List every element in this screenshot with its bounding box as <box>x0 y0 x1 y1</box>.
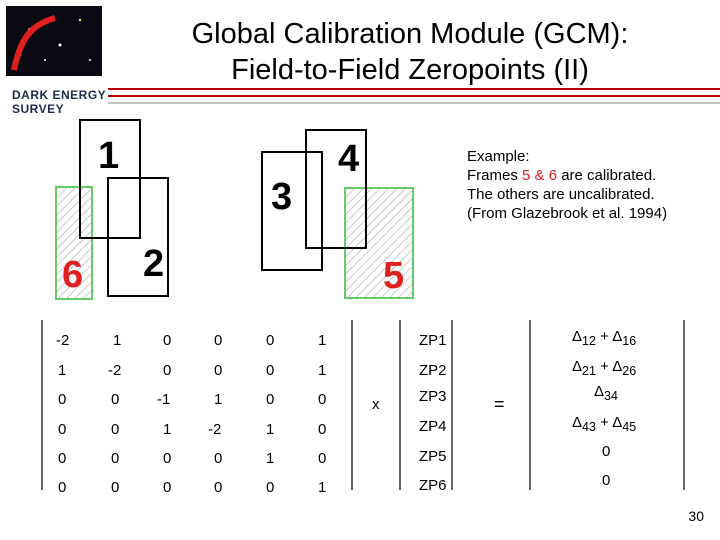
zp-entry: ZP5 <box>419 448 447 466</box>
title-line-2: Field-to-Field Zeropoints (II) <box>110 52 710 88</box>
matrix-cell: 0 <box>58 450 66 468</box>
matrix-cell: 0 <box>318 391 326 409</box>
matrix-cell: 0 <box>58 421 66 439</box>
matrix-cell: 0 <box>266 479 274 497</box>
matrix-cell: 0 <box>266 332 274 350</box>
frame-label-2: 2 <box>143 245 164 283</box>
rhs-entry: 0 <box>602 472 610 490</box>
example-line-2: Frames 5 & 6 are calibrated. <box>467 166 667 185</box>
calibrated-frames-highlight: 5 & 6 <box>522 167 557 184</box>
multiply-operator: x <box>372 396 380 414</box>
example-line-1: Example: <box>467 147 667 166</box>
matrix-cell: 0 <box>58 391 66 409</box>
matrix-cell: 0 <box>214 479 222 497</box>
equals-operator: = <box>494 394 505 415</box>
zp-entry: ZP2 <box>419 362 447 380</box>
rhs-entry: Δ12 + Δ16 <box>572 328 636 350</box>
matrix-cell: 1 <box>318 479 326 497</box>
matrix-cell: 0 <box>214 332 222 350</box>
matrix-cell: -2 <box>56 332 69 350</box>
logo-image <box>0 0 108 80</box>
matrix-cell: 0 <box>163 362 171 380</box>
logo-line-1: DARK ENERGY <box>12 88 106 102</box>
matrix-cell: 0 <box>163 450 171 468</box>
page-title: Global Calibration Module (GCM): Field-t… <box>110 16 710 88</box>
matrix-cell: 0 <box>266 362 274 380</box>
zp-entry: ZP1 <box>419 332 447 350</box>
frame-label-5: 5 <box>383 257 404 295</box>
matrix-cell: 0 <box>163 332 171 350</box>
matrix-cell: 0 <box>214 362 222 380</box>
rhs-entry: Δ43 + Δ45 <box>572 414 636 436</box>
matrix-cell: 0 <box>266 391 274 409</box>
zp-entry: ZP4 <box>419 418 447 436</box>
matrix-cell: 0 <box>163 479 171 497</box>
matrix-cell: 1 <box>214 391 222 409</box>
matrix-cell: 0 <box>111 450 119 468</box>
matrix-cell: 1 <box>163 421 171 439</box>
matrix-cell: 1 <box>58 362 66 380</box>
example-line-3: The others are uncalibrated. <box>467 185 667 204</box>
matrix-cell: 0 <box>318 450 326 468</box>
matrix-cell: 0 <box>111 479 119 497</box>
matrix-cell: 1 <box>266 421 274 439</box>
rhs-entry: Δ34 <box>594 383 618 405</box>
matrix-cell: -1 <box>157 391 170 409</box>
matrix-cell: -2 <box>108 362 121 380</box>
frame-label-6: 6 <box>62 256 83 294</box>
zp-entry: ZP6 <box>419 477 447 495</box>
matrix-cell: 1 <box>266 450 274 468</box>
matrix-cell: 1 <box>113 332 121 350</box>
frame-label-3: 3 <box>271 178 292 216</box>
matrix-cell: -2 <box>208 421 221 439</box>
matrix-cell: 0 <box>111 421 119 439</box>
title-line-1: Global Calibration Module (GCM): <box>110 16 710 52</box>
matrix-cell: 0 <box>214 450 222 468</box>
rhs-entry: 0 <box>602 443 610 461</box>
page-number: 30 <box>688 508 704 524</box>
matrix-cell: 0 <box>58 479 66 497</box>
matrix-cell: 1 <box>318 332 326 350</box>
frame-label-1: 1 <box>98 137 119 175</box>
example-note: Example: Frames 5 & 6 are calibrated. Th… <box>467 147 667 223</box>
rhs-entry: Δ21 + Δ26 <box>572 358 636 380</box>
header-rules <box>108 86 720 110</box>
zp-entry: ZP3 <box>419 388 447 406</box>
matrix-cell: 0 <box>318 421 326 439</box>
matrix-cell: 1 <box>318 362 326 380</box>
example-line-4: (From Glazebrook et al. 1994) <box>467 204 667 223</box>
frame-label-4: 4 <box>338 140 359 178</box>
matrix-cell: 0 <box>111 391 119 409</box>
